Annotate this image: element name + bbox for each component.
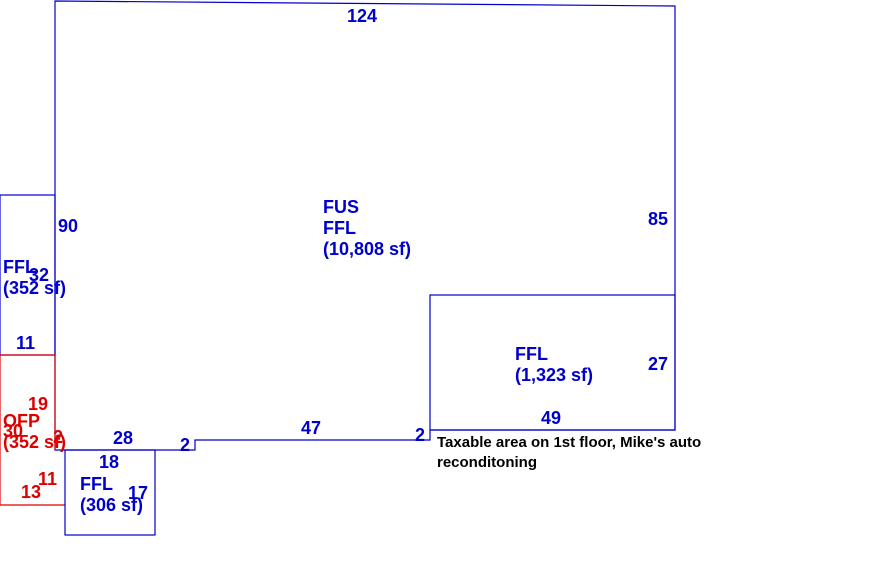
main-dim-left: 90 — [58, 216, 78, 236]
annotation-line-1: Taxable area on 1st floor, Mike's auto — [437, 434, 701, 451]
left-wing-area-label: (352 sf) — [3, 278, 66, 298]
main-code-label: FFL — [323, 218, 356, 238]
porch-dim-13: 13 — [21, 482, 41, 502]
left-wing-code-label: FFL — [3, 257, 36, 277]
main-area-label: (10,808 sf) — [323, 239, 411, 259]
main-dim-right: 85 — [648, 209, 668, 229]
right-wing-dim-bottom: 49 — [541, 408, 561, 428]
porch-outline — [0, 354, 65, 506]
lower-wing-dim-side: 17 — [128, 483, 148, 503]
main-dim-bottom-28: 28 — [113, 428, 133, 448]
left-wing-dim-bottom: 11 — [16, 333, 35, 353]
main-dim-bottom-47: 47 — [301, 418, 321, 438]
main-type-label: FUS — [323, 197, 359, 217]
main-dim-step-2b: 2 — [415, 425, 425, 445]
main-dim-step-2a: 2 — [180, 435, 190, 455]
right-wing-dim-right: 27 — [648, 354, 668, 374]
porch-area-label: (352 sf) — [3, 432, 66, 452]
right-wing-area-label: (1,323 sf) — [515, 365, 593, 385]
left-wing-dim-side: 32 — [29, 265, 49, 285]
lower-wing-area-label: (306 sf) — [80, 495, 143, 515]
porch-dim-11: 11 — [38, 469, 57, 489]
right-wing-code-label: FFL — [515, 344, 548, 364]
right-wing-outline — [429, 294, 676, 431]
porch-dim-2: 2 — [53, 427, 63, 447]
main-dim-top: 124 — [347, 6, 377, 26]
porch-dim-30: 30 — [3, 421, 23, 441]
lower-wing-dim-top: 18 — [99, 452, 119, 472]
lower-wing-outline — [64, 449, 156, 536]
lower-wing-code-label: FFL — [80, 474, 113, 494]
annotation-line-2: reconditoning — [437, 454, 537, 471]
porch-dim-19: 19 — [28, 394, 48, 414]
porch-code-label: OFP — [3, 411, 40, 431]
